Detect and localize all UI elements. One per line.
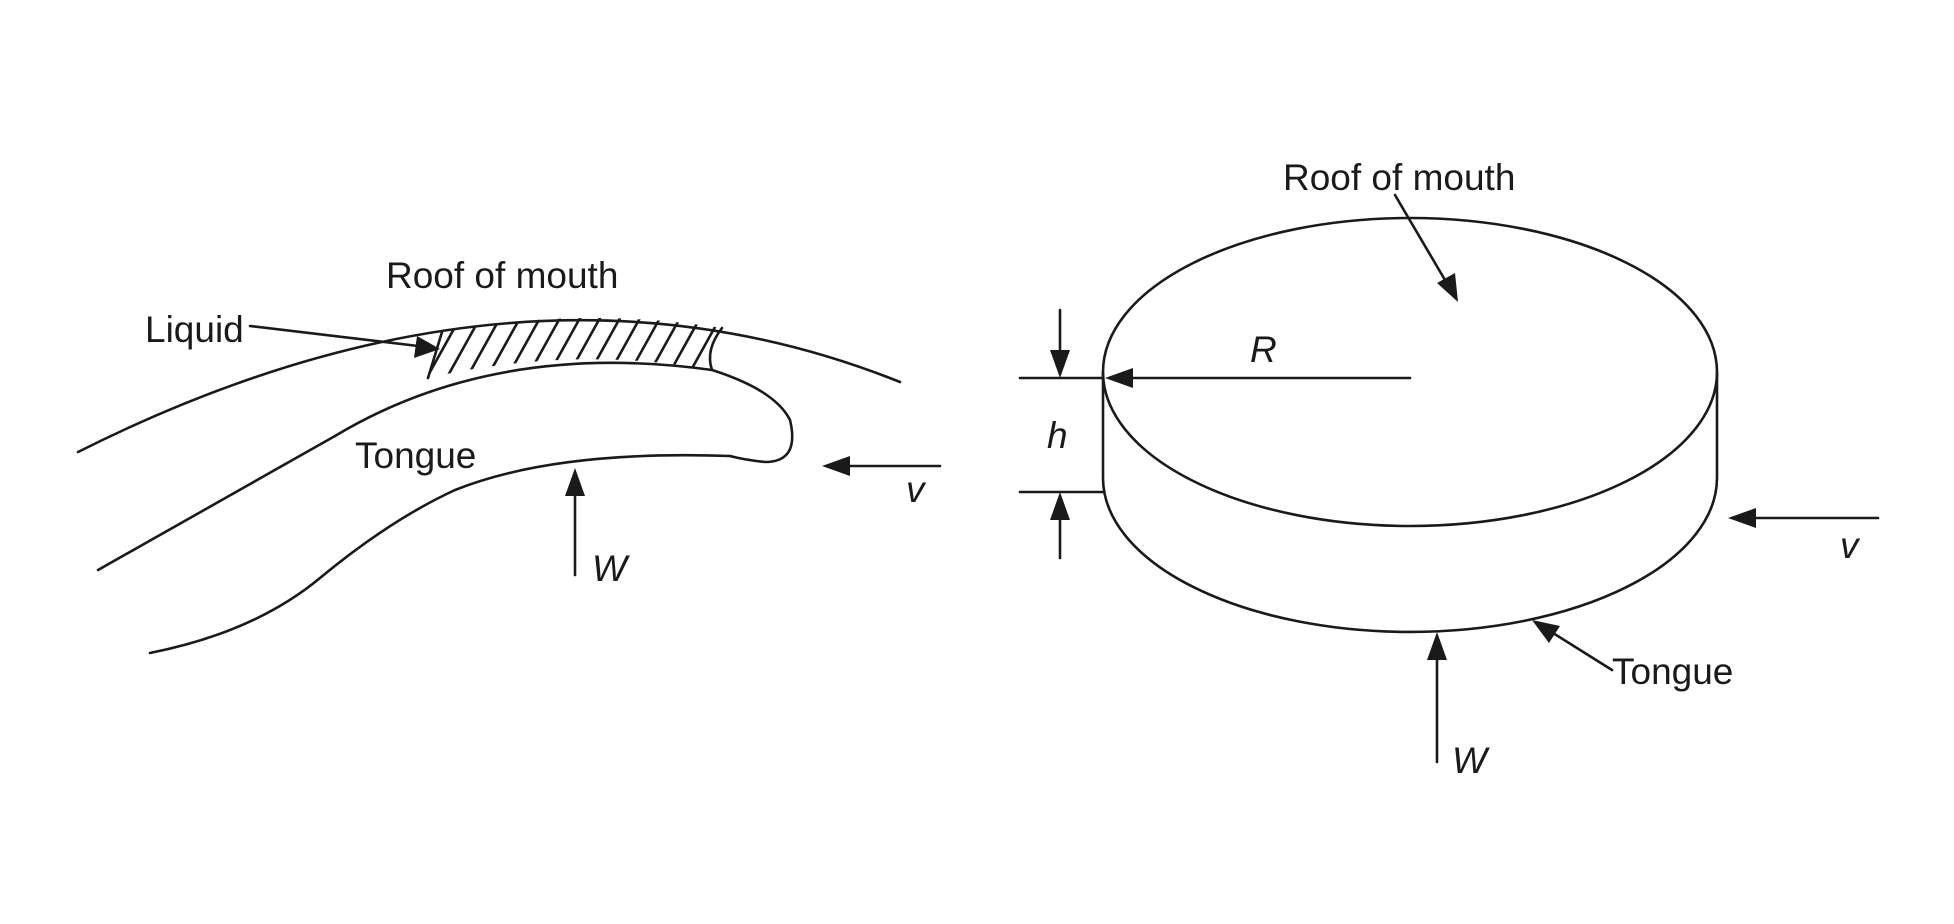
liquid-pointer-arrow [248, 324, 440, 358]
liquid-film [426, 317, 724, 380]
disc-top-ellipse [1101, 216, 1719, 528]
liquid-hatching [428, 317, 722, 378]
left-tongue-label: Tongue [355, 435, 476, 476]
gap-dimension [1018, 308, 1105, 560]
left-roof-label: Roof of mouth [386, 255, 618, 296]
tongue-upper-outline [96, 361, 794, 572]
gap-symbol: h [1047, 415, 1068, 456]
right-roof-label: Roof of mouth [1283, 157, 1515, 198]
roof-pointer-arrow [1393, 193, 1458, 302]
tongue-lower-outline [148, 453, 732, 655]
radius-symbol: R [1250, 329, 1277, 370]
tongue-pointer-arrow [1532, 620, 1614, 672]
disc-side-and-bottom [1101, 370, 1719, 634]
left-velocity-symbol: v [906, 469, 927, 510]
liquid-label: Liquid [145, 309, 244, 350]
radius-arrow [1105, 368, 1412, 388]
right-load-arrow [1427, 632, 1447, 764]
right-tongue-label: Tongue [1612, 651, 1733, 692]
roof-of-mouth-curve [76, 318, 902, 454]
left-velocity-arrow [822, 456, 942, 476]
right-velocity-arrow [1728, 508, 1880, 528]
right-load-symbol: W [1452, 740, 1490, 781]
right-panel: R h Roof of mouth v Tongue [1018, 157, 1880, 781]
left-load-symbol: W [592, 548, 630, 589]
left-panel: Roof of mouth Liquid Tongue v W [76, 255, 942, 655]
right-velocity-symbol: v [1840, 525, 1861, 566]
left-load-arrow [565, 468, 585, 577]
